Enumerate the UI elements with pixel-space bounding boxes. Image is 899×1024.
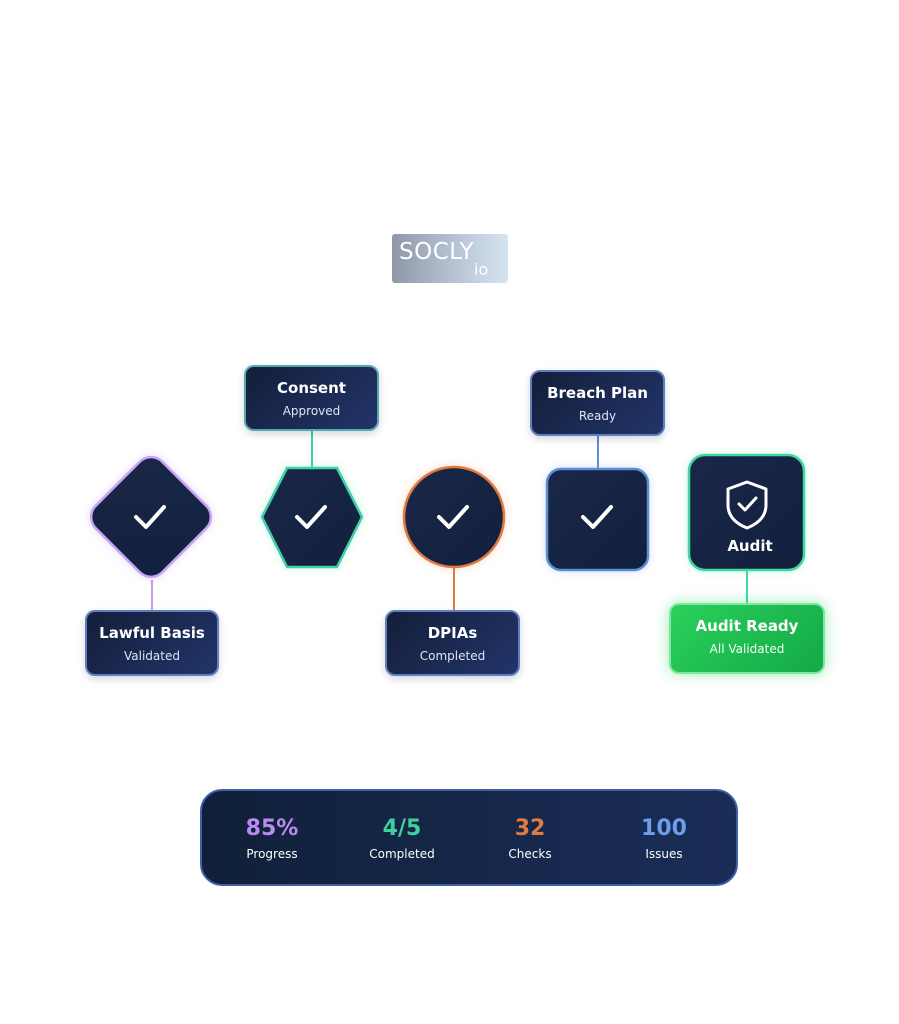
label-lawful-basis: Lawful Basis Validated	[85, 610, 219, 676]
node-dpias	[402, 465, 506, 569]
node-breach-plan	[545, 467, 650, 572]
step-title: Consent	[277, 379, 346, 397]
shield-check-icon	[726, 480, 768, 530]
stats-panel: 85% Progress 4/5 Completed 32 Checks 100…	[200, 789, 738, 886]
checkmark-icon	[295, 505, 327, 529]
stat-label: Progress	[246, 847, 298, 861]
label-consent: Consent Approved	[244, 365, 379, 431]
step-title: Audit Ready	[695, 617, 799, 635]
step-status: All Validated	[709, 642, 785, 656]
logo-suffix: io	[474, 260, 489, 279]
stat-progress: 85% Progress	[212, 815, 332, 861]
audit-node-label: Audit	[727, 537, 772, 555]
checkmark-icon	[581, 505, 613, 529]
step-status: Validated	[124, 649, 180, 663]
label-breach-plan: Breach Plan Ready	[530, 370, 665, 436]
stat-value: 32	[514, 816, 546, 841]
node-lawful-basis	[89, 455, 213, 579]
stat-value: 100	[641, 816, 687, 841]
stat-issues: 100 Issues	[604, 815, 724, 861]
socly-logo: SOCLY io	[392, 234, 508, 283]
checkmark-icon	[437, 505, 469, 529]
node-consent	[260, 466, 364, 569]
stat-label: Issues	[645, 847, 683, 861]
stat-label: Checks	[508, 847, 552, 861]
stat-value: 4/5	[382, 816, 422, 841]
step-status: Completed	[419, 649, 486, 663]
stat-completed: 4/5 Completed	[342, 815, 462, 861]
logo-wordmark: SOCLY	[399, 239, 475, 265]
stat-label: Completed	[369, 847, 435, 861]
stat-checks: 32 Checks	[470, 815, 590, 861]
stat-value: 85%	[245, 816, 299, 841]
node-audit: Audit	[687, 453, 806, 572]
step-status: Approved	[282, 404, 341, 418]
step-title: Lawful Basis	[99, 624, 205, 642]
checkmark-icon	[134, 505, 166, 529]
step-status: Ready	[578, 409, 617, 423]
label-dpias: DPIAs Completed	[385, 610, 520, 676]
step-title: DPIAs	[427, 624, 478, 642]
step-title: Breach Plan	[547, 384, 648, 402]
label-audit-ready: Audit Ready All Validated	[669, 603, 825, 674]
shield-inner-check	[737, 496, 758, 512]
